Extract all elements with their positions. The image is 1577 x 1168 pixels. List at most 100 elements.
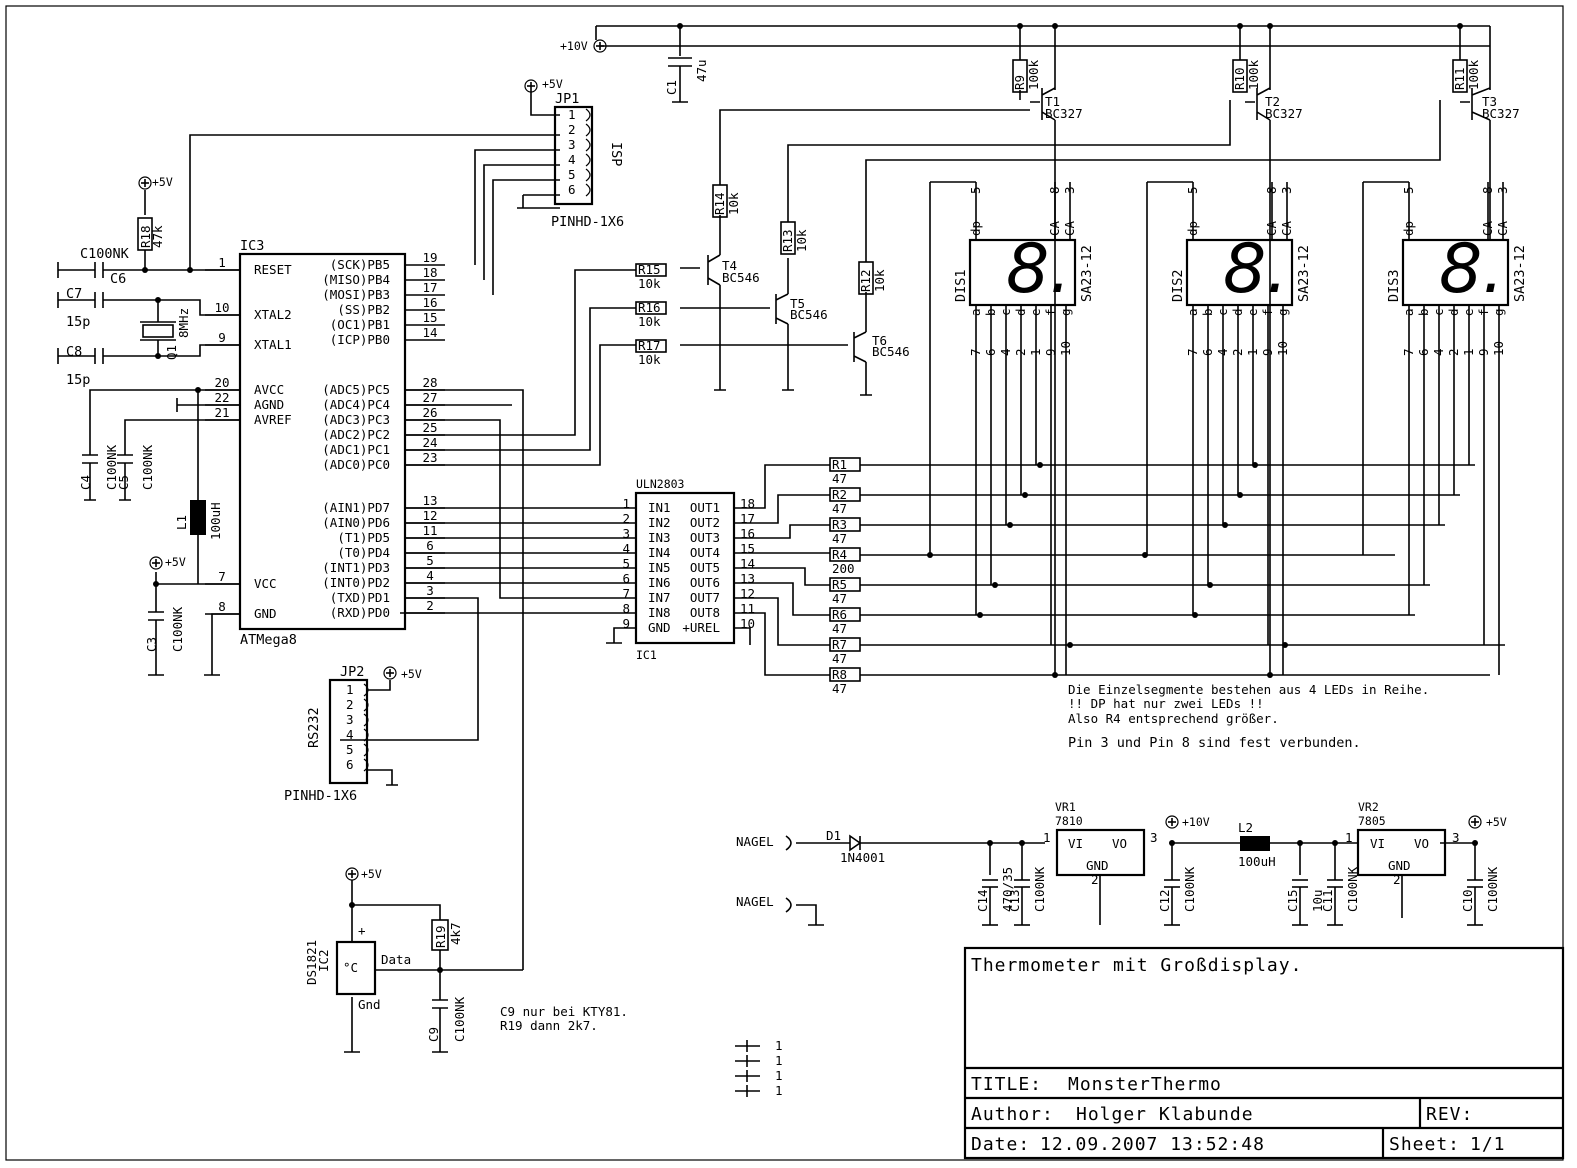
display-seg-pin: 4	[1215, 348, 1230, 356]
r14-symbol	[712, 184, 728, 218]
r11-val: 100k	[1466, 59, 1481, 90]
jp1-body	[553, 105, 594, 206]
display-digit: 8.	[1439, 230, 1504, 309]
driver-right-pin-name: OUT5	[690, 560, 720, 575]
q1-val: 8MHz	[176, 308, 191, 338]
driver-ref: IC1	[636, 648, 657, 662]
c1-val: 47u	[694, 59, 709, 82]
display-top-pin-label: CA	[1495, 220, 1510, 236]
driver-right-pin-name: OUT3	[690, 530, 720, 545]
mcu-right-pin-name: (ADC0)PC0	[322, 457, 390, 472]
header-pin-num: 6	[346, 757, 354, 772]
seg-resistor-symbol	[829, 487, 861, 502]
tb-description: Thermometer mit Großdisplay.	[971, 955, 1302, 976]
junction-dot	[1017, 23, 1023, 29]
driver-left-pin-name: IN8	[648, 605, 671, 620]
display-top-pin-num: 8	[1264, 186, 1279, 194]
junctions	[138, 23, 1482, 973]
mcu-right-pin-name: (SS)PB2	[337, 302, 390, 317]
junction-dot	[195, 387, 201, 393]
mcu-right-pin-num: 25	[422, 420, 437, 435]
driver-left-pin-name: IN5	[648, 560, 671, 575]
seg-resistor-ref: R4	[832, 547, 847, 562]
mcu-right-pin-num: 6	[426, 538, 434, 553]
r14-val: 10k	[726, 192, 741, 215]
junction-dot	[437, 967, 443, 973]
c12-ref: C12	[1157, 889, 1172, 912]
junction-dot	[1007, 522, 1013, 528]
junction-dot	[1237, 23, 1243, 29]
driver-left-pin-name: IN7	[648, 590, 671, 605]
r15-ref: R15	[638, 262, 661, 277]
header-pin-socket	[585, 168, 591, 182]
junction-dot	[1332, 840, 1338, 846]
mcu-right-pin-num: 11	[422, 523, 437, 538]
display-seg-pin: 9	[1260, 348, 1275, 356]
legend-label: 1	[775, 1053, 783, 1068]
display-seg-label: g	[1058, 308, 1073, 316]
display-digit: 8.	[1223, 230, 1288, 309]
c8-val: 15p	[66, 372, 90, 388]
junction-dot	[1052, 23, 1058, 29]
display-seg-pin: 6	[1200, 348, 1215, 356]
header-pin-socket	[585, 153, 591, 167]
display-top-pin-num: 5	[1185, 186, 1200, 194]
sensor-part: DS1821	[304, 940, 319, 985]
seg-resistor-symbol	[829, 637, 861, 652]
seg-resistor-ref: R5	[832, 577, 847, 592]
header-pin-num: 1	[568, 107, 576, 122]
q1-symbol	[142, 324, 174, 338]
supply-vr1: +10V	[1182, 815, 1210, 829]
l2-ref: L2	[1238, 820, 1253, 835]
mcu-right-pin-name: (TXD)PD1	[330, 590, 390, 605]
sensor-symbol: °C	[343, 960, 358, 975]
supply-vcc: +5V	[165, 555, 186, 569]
junction-dot	[977, 612, 983, 618]
seg-resistor-val: 47	[832, 681, 847, 696]
driver-right-pin-name: +UREL	[682, 620, 720, 635]
vr2-part: 7805	[1358, 814, 1386, 828]
c6-ref: C6	[110, 271, 126, 287]
t6-net	[680, 100, 1441, 396]
header-pin-num: 3	[568, 137, 576, 152]
nagel-1: NAGEL	[736, 834, 774, 849]
t3-part: BC327	[1482, 106, 1520, 121]
tb-title-label: TITLE:	[971, 1074, 1042, 1095]
junction-dot	[187, 267, 193, 273]
junction-dot	[1067, 642, 1073, 648]
vr2-vi: VI	[1370, 836, 1385, 851]
t6-ref: T6	[872, 333, 887, 348]
seg-resistor-val: 47	[832, 621, 847, 636]
t1-part: BC327	[1045, 106, 1083, 121]
t2-part: BC327	[1265, 106, 1303, 121]
header-pin-socket	[363, 713, 369, 727]
sensor-plus: +	[358, 923, 366, 938]
mcu-right-pin-num: 5	[426, 553, 434, 568]
tb-rev-label: REV:	[1426, 1104, 1473, 1125]
display-seg-label: d	[1230, 308, 1245, 316]
jp2-name: RS232	[306, 707, 322, 748]
l1-symbol	[190, 500, 206, 535]
mcu-left-pin-name: AVREF	[254, 412, 292, 427]
junction-dot	[1267, 672, 1273, 678]
display-seg-label: c	[1431, 308, 1446, 316]
junction-dot	[155, 297, 161, 303]
vr1-vi: VI	[1068, 836, 1083, 851]
c9-ref: C9	[426, 1027, 441, 1042]
mcu-right-pin-num: 23	[422, 450, 437, 465]
display-seg-pin: 7	[1401, 348, 1416, 356]
display-top-pin-num: 3	[1495, 186, 1510, 194]
driver-left-pin-num: 8	[622, 601, 630, 616]
driver-right-pin-name: OUT6	[690, 575, 720, 590]
c10-ref: C10	[1460, 889, 1475, 912]
sensor-gnd: Gnd	[358, 997, 381, 1012]
vr2-ref: VR2	[1358, 800, 1379, 814]
r18-symbol	[137, 217, 153, 251]
uln-gnd	[606, 627, 636, 644]
